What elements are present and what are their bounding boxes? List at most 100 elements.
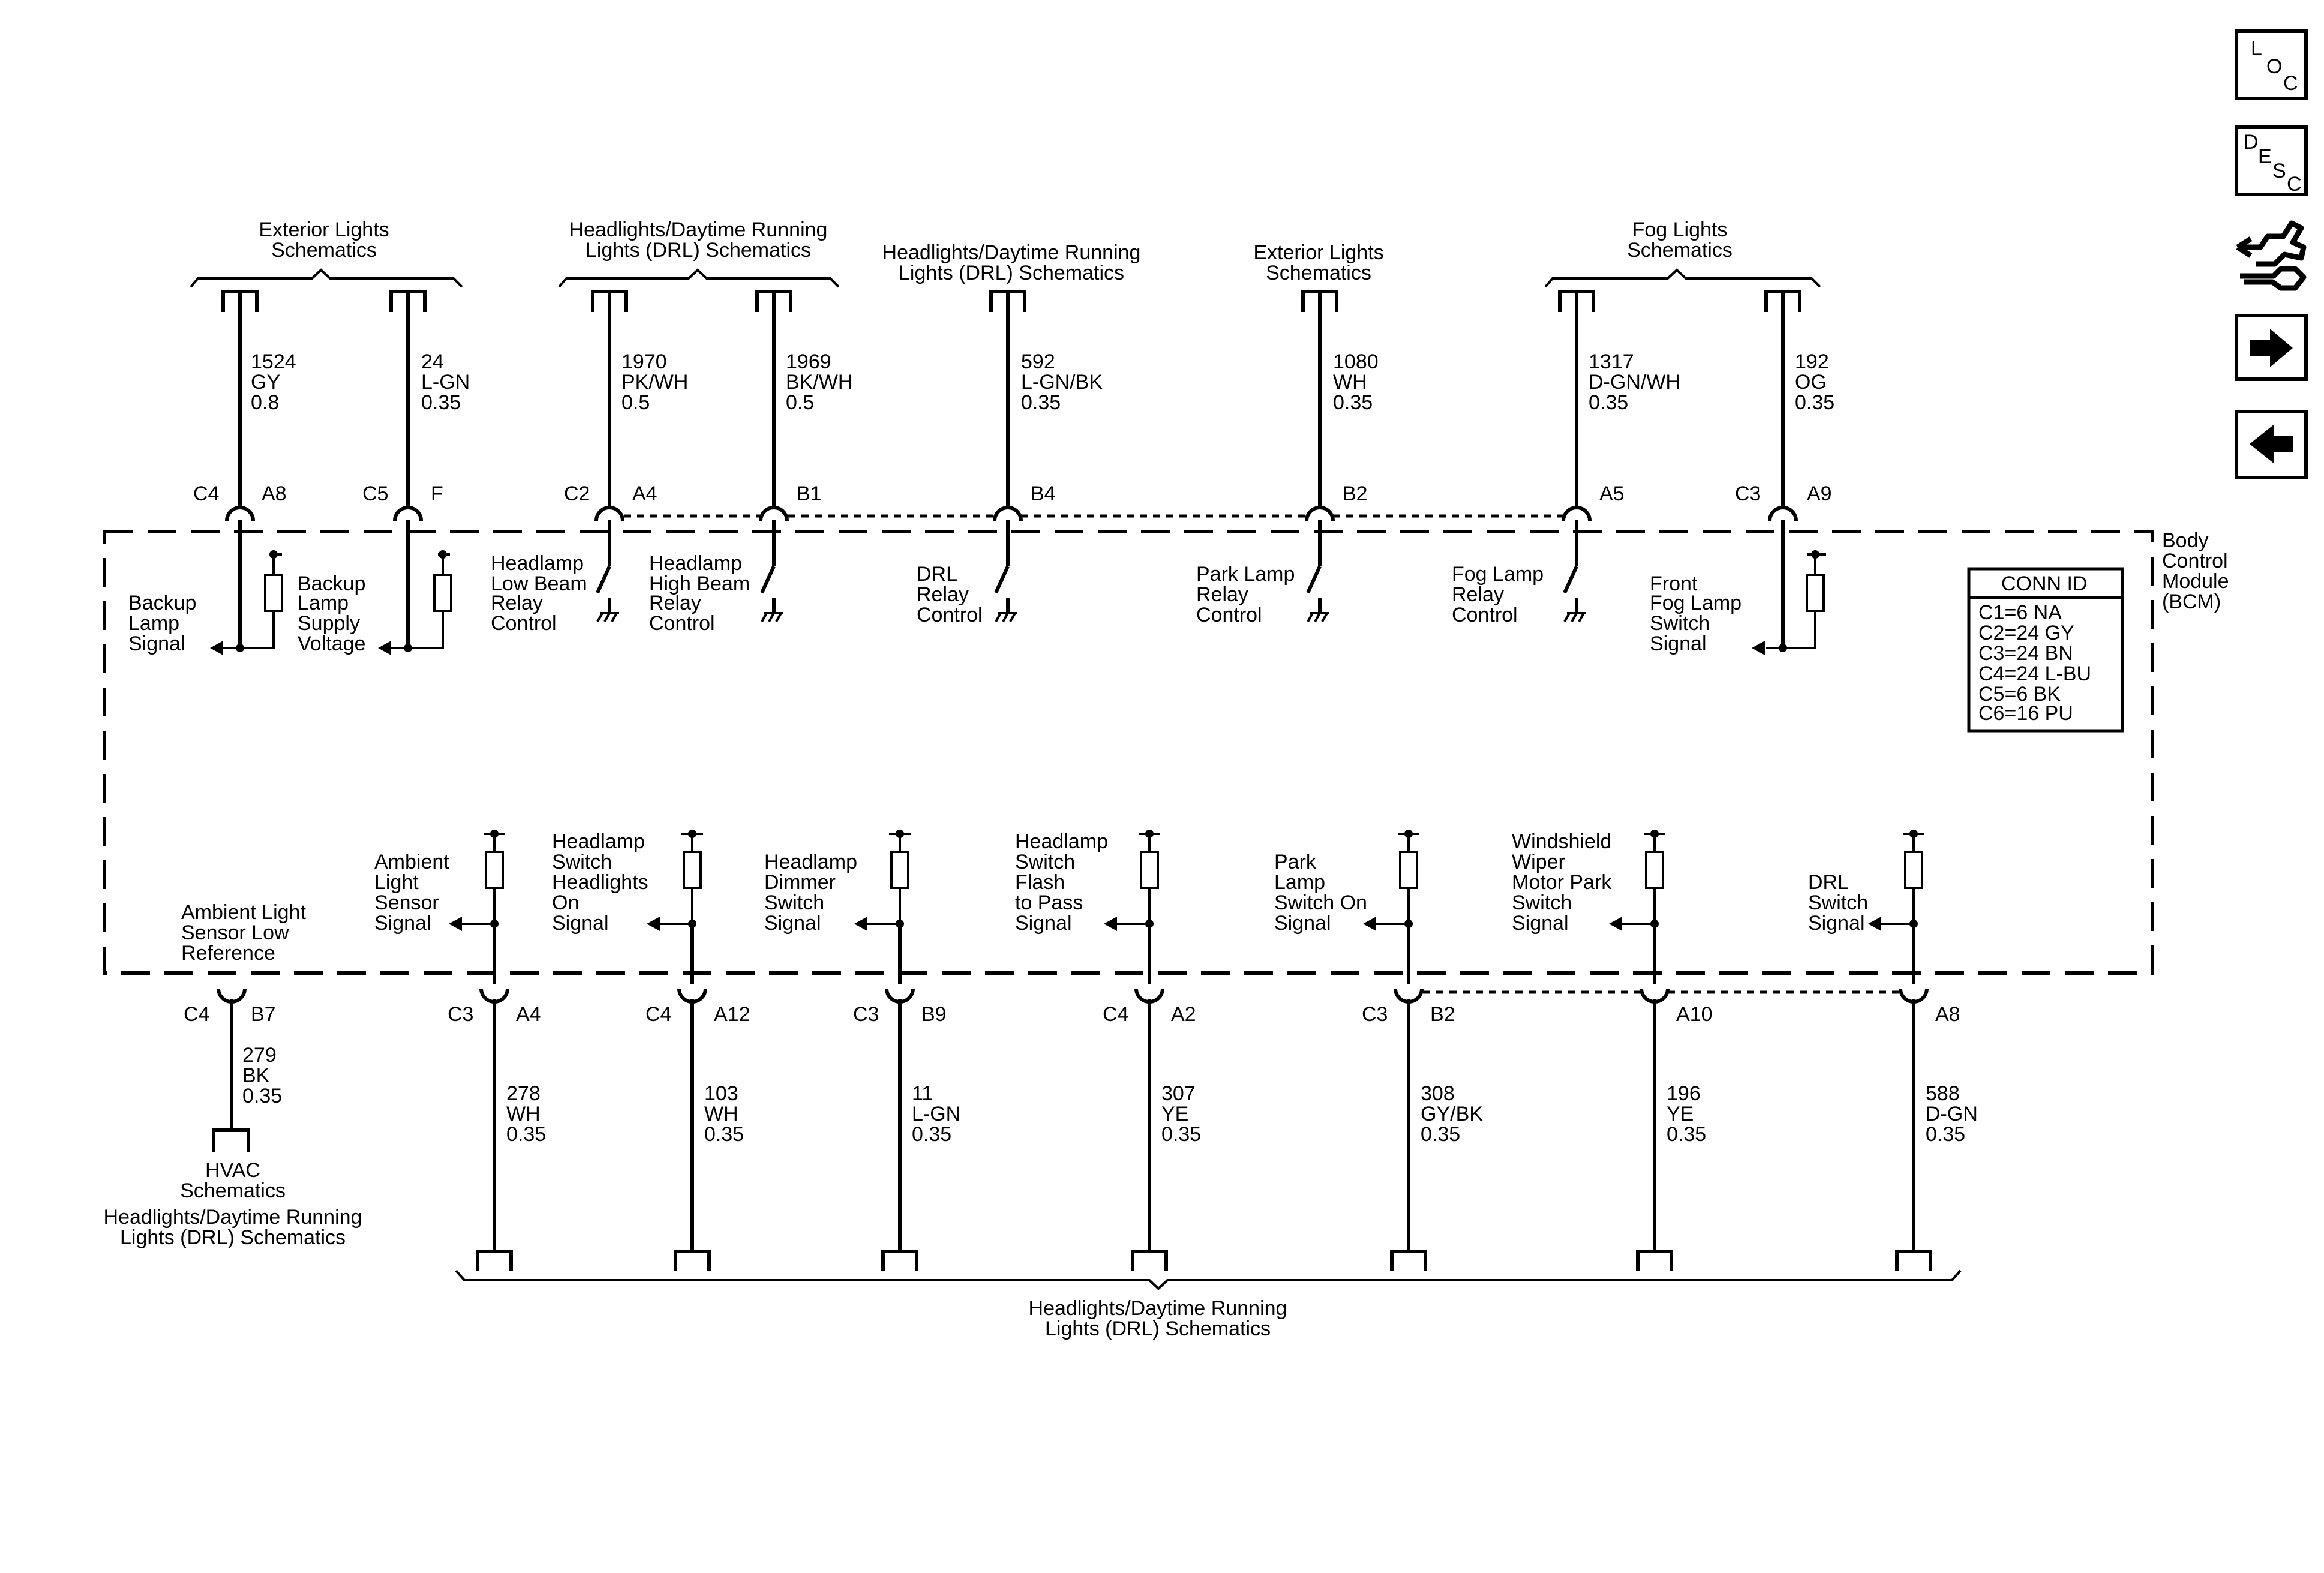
left-arrow-icon bbox=[2250, 425, 2293, 463]
svg-text:Control: Control bbox=[649, 612, 715, 635]
connector-id: C2 bbox=[564, 482, 590, 505]
svg-text:Fog Lights: Fog Lights bbox=[1632, 218, 1728, 241]
connector-id: C3 bbox=[448, 1003, 473, 1026]
svg-text:Headlights/Daytime Running: Headlights/Daytime Running bbox=[569, 218, 828, 241]
svg-text:Lights (DRL) Schematics: Lights (DRL) Schematics bbox=[899, 262, 1124, 284]
circuit-279[interactable]: 279 BK 0.35 C4 B7 Ambient Light Sensor L… bbox=[181, 901, 306, 1152]
svg-text:Headlights/Daytime Running: Headlights/Daytime Running bbox=[882, 241, 1141, 264]
circuit-192[interactable]: 192 OG 0.35 C3 A9 bbox=[1735, 290, 1834, 650]
loc-button[interactable]: L O C bbox=[2235, 29, 2308, 100]
connector-id: C3 bbox=[853, 1003, 879, 1026]
wire-gauge: 0.35 bbox=[1926, 1123, 1965, 1146]
pin-id: A9 bbox=[1807, 482, 1832, 505]
wire-color: PK/WH bbox=[621, 371, 688, 394]
connector-tool-icon[interactable] bbox=[2236, 220, 2307, 291]
svg-text:Switch On: Switch On bbox=[1274, 891, 1367, 914]
circuit-1969[interactable]: 1969 BK/WH 0.5 B1 Headlamp High Beam Rel… bbox=[649, 290, 852, 635]
circuit-103[interactable]: 103 WH 0.35 C4 A12 Headlamp Switch Headl… bbox=[552, 830, 750, 1271]
svg-text:Signal: Signal bbox=[1274, 912, 1331, 935]
circuit-number: 24 bbox=[421, 350, 444, 373]
svg-text:Headlights/Daytime Running: Headlights/Daytime Running bbox=[104, 1206, 362, 1229]
svg-text:Windshield: Windshield bbox=[1512, 830, 1611, 853]
svg-text:Lights (DRL) Schematics: Lights (DRL) Schematics bbox=[1045, 1317, 1271, 1340]
svg-text:Exterior Lights: Exterior Lights bbox=[1253, 241, 1383, 264]
wire-color: L-GN bbox=[421, 371, 470, 394]
next-page-button[interactable] bbox=[2235, 314, 2308, 381]
svg-text:Headlamp: Headlamp bbox=[764, 851, 857, 873]
svg-text:Signal: Signal bbox=[128, 632, 185, 655]
wire-gauge: 0.35 bbox=[912, 1123, 951, 1146]
svg-text:Lamp: Lamp bbox=[1274, 871, 1325, 894]
svg-text:Relay: Relay bbox=[491, 592, 543, 614]
pin-id: F bbox=[431, 482, 443, 505]
wire-gauge: 0.35 bbox=[1161, 1123, 1201, 1146]
circuit-number: 278 bbox=[506, 1082, 541, 1105]
conn-id-row: C6=16 PU bbox=[1978, 702, 2073, 725]
pin-id: A2 bbox=[1171, 1003, 1196, 1026]
svg-text:(BCM): (BCM) bbox=[2162, 590, 2221, 613]
circuit-196[interactable]: 196 YE 0.35 A10 Windshield Wiper Motor P… bbox=[1512, 830, 1713, 1271]
circuit-1970[interactable]: 1970 PK/WH 0.5 C2 A4 Headlamp Low Beam R… bbox=[491, 290, 688, 635]
circuit-number: 279 bbox=[242, 1044, 277, 1067]
svg-text:Front: Front bbox=[1650, 572, 1698, 595]
circuit-11[interactable]: 11 L-GN 0.35 C3 B9 Headlamp Dimmer Switc… bbox=[764, 830, 960, 1271]
circuit-592[interactable]: 592 L-GN/BK 0.35 B4 DRL Relay Control bbox=[917, 290, 1103, 626]
previous-page-button[interactable] bbox=[2235, 410, 2308, 479]
pin-id: B4 bbox=[1031, 482, 1056, 505]
conn-id-table: CONN ID C1=6 NA C2=24 GY C3=24 BN C4=24 … bbox=[1967, 567, 2124, 733]
svg-text:Signal: Signal bbox=[374, 912, 431, 935]
desc-button[interactable]: D E S C bbox=[2235, 125, 2308, 196]
circuit-1524[interactable]: 1524 GY 0.8 C4 A8 bbox=[193, 290, 296, 650]
wire-color: D-GN/WH bbox=[1589, 371, 1680, 394]
svg-text:Signal: Signal bbox=[1015, 912, 1072, 935]
top-reference-drl-2[interactable]: Headlights/Daytime Running Lights (DRL) … bbox=[882, 241, 1141, 284]
top-reference-fog-lights[interactable]: Fog Lights Schematics bbox=[1544, 218, 1821, 288]
svg-text:Park Lamp: Park Lamp bbox=[1196, 563, 1295, 586]
pin-id: B1 bbox=[797, 482, 822, 505]
bottom-reference-hvac-drl[interactable]: HVAC Schematics Headlights/Daytime Runni… bbox=[104, 1159, 362, 1249]
svg-text:Relay: Relay bbox=[1452, 583, 1504, 606]
circuit-1317[interactable]: 1317 D-GN/WH 0.35 A5 Fog Lamp Relay Cont… bbox=[1452, 290, 1680, 626]
svg-text:Switch: Switch bbox=[552, 851, 612, 873]
connector-id: C5 bbox=[362, 482, 388, 505]
wire-color: WH bbox=[506, 1103, 541, 1125]
svg-text:Fog Lamp: Fog Lamp bbox=[1452, 563, 1544, 586]
circuit-307[interactable]: 307 YE 0.35 C4 A2 Headlamp Switch Flash … bbox=[1015, 830, 1201, 1271]
conn-id-row: C3=24 BN bbox=[1978, 642, 2073, 665]
wire-color: YE bbox=[1667, 1103, 1694, 1125]
top-reference-drl-1[interactable]: Headlights/Daytime Running Lights (DRL) … bbox=[558, 218, 840, 288]
circuit-24[interactable]: 24 L-GN 0.35 C5 F bbox=[362, 290, 470, 650]
conn-id-row: C1=6 NA bbox=[1978, 601, 2062, 624]
top-reference-exterior-lights-2[interactable]: Exterior Lights Schematics bbox=[1253, 241, 1383, 284]
conn-id-row: C2=24 GY bbox=[1978, 622, 2074, 644]
wire-color: L-GN bbox=[912, 1103, 960, 1125]
svg-text:Light: Light bbox=[374, 871, 419, 894]
top-reference-exterior-lights-1[interactable]: Exterior Lights Schematics bbox=[190, 218, 463, 288]
svg-text:Control: Control bbox=[917, 604, 983, 626]
backup-lamp-supply-voltage-circuit: Backup Lamp Supply Voltage bbox=[298, 550, 452, 655]
wire-gauge: 0.35 bbox=[242, 1085, 282, 1107]
conn-id-row: C5=6 BK bbox=[1978, 683, 2061, 706]
circuit-number: 1969 bbox=[786, 350, 831, 373]
svg-text:Switch: Switch bbox=[764, 891, 824, 914]
circuit-308[interactable]: 308 GY/BK 0.35 C3 B2 Park Lamp Switch On… bbox=[1274, 830, 1483, 1271]
svg-text:Voltage: Voltage bbox=[298, 632, 365, 655]
circuit-1080[interactable]: 1080 WH 0.35 B2 Park Lamp Relay Control bbox=[1196, 290, 1379, 626]
svg-text:Headlamp: Headlamp bbox=[552, 830, 645, 853]
pin-id: A5 bbox=[1599, 482, 1625, 505]
svg-text:Sensor: Sensor bbox=[374, 891, 439, 914]
circuit-number: 196 bbox=[1667, 1082, 1701, 1105]
svg-text:Motor Park: Motor Park bbox=[1512, 871, 1612, 894]
svg-text:DRL: DRL bbox=[1808, 871, 1849, 894]
svg-text:Control: Control bbox=[2162, 550, 2228, 572]
svg-text:Park: Park bbox=[1274, 851, 1317, 873]
wire-gauge: 0.35 bbox=[1021, 391, 1061, 414]
circuit-number: 1317 bbox=[1589, 350, 1634, 373]
desc-letter-s: S bbox=[2272, 160, 2286, 182]
circuit-278[interactable]: 278 WH 0.35 C3 A4 Ambient Light Sensor S… bbox=[374, 830, 546, 1271]
circuit-588[interactable]: 588 D-GN 0.35 A8 DRL Switch Signal bbox=[1808, 830, 1978, 1271]
svg-text:Reference: Reference bbox=[181, 942, 275, 965]
circuit-number: 1970 bbox=[621, 350, 667, 373]
bottom-reference-drl[interactable]: Headlights/Daytime Running Lights (DRL) … bbox=[455, 1269, 1962, 1340]
pin-id: B7 bbox=[251, 1003, 276, 1026]
